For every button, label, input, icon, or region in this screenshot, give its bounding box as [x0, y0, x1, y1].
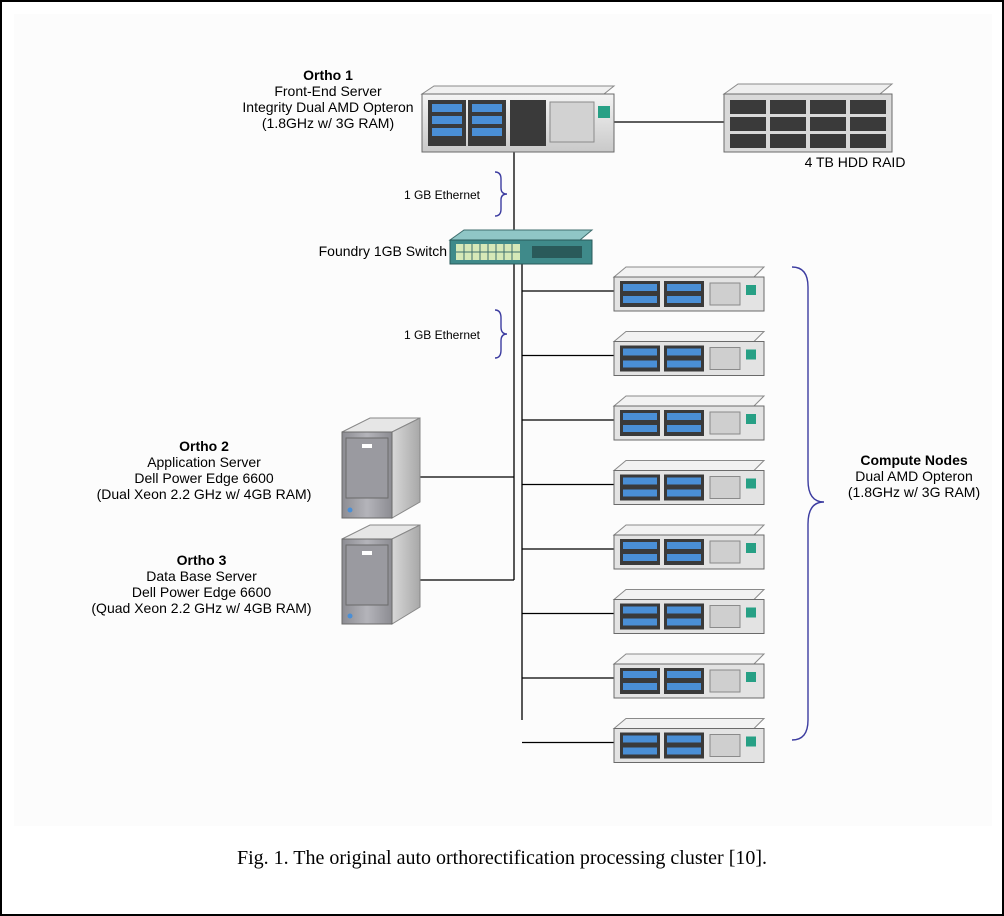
- ortho3-spec: (Quad Xeon 2.2 GHz w/ 4GB RAM): [91, 600, 312, 616]
- network-diagram: [341, 83, 894, 763]
- compute-node-icon: [612, 589, 766, 634]
- ortho1-name: Ortho 1: [303, 67, 353, 83]
- compute-model: Dual AMD Opteron: [855, 468, 973, 484]
- ortho3-label: Ortho 3 Data Base Server Dell Power Edge…: [64, 552, 339, 616]
- ethernet-braces: [494, 171, 825, 741]
- figure-caption: Fig. 1. The original auto orthorectifica…: [236, 847, 768, 869]
- raid-label: 4 TB HDD RAID: [804, 154, 906, 170]
- connection-lines: [417, 121, 724, 720]
- compute-name: Compute Nodes: [860, 452, 968, 468]
- compute-node-icon: [612, 460, 766, 505]
- ethernet-label-top: 1 GB Ethernet: [403, 188, 481, 202]
- compute-node-icon: [612, 653, 766, 699]
- compute-node-icon: [612, 718, 766, 763]
- switch-label: Foundry 1GB Switch: [318, 243, 447, 259]
- ortho2-name: Ortho 2: [179, 438, 229, 454]
- ortho3-model: Dell Power Edge 6600: [131, 584, 272, 600]
- raid-array-icon: [722, 83, 894, 153]
- ortho2-role: Application Server: [147, 454, 261, 470]
- ortho1-role: Front-End Server: [274, 83, 382, 99]
- ortho3-tower-icon: [341, 524, 421, 625]
- ortho1-spec: (1.8GHz w/ 3G RAM): [261, 115, 395, 131]
- compute-node-icon: [612, 395, 766, 441]
- compute-label: Compute Nodes Dual AMD Opteron (1.8GHz w…: [828, 452, 1000, 500]
- ortho3-name: Ortho 3: [176, 552, 227, 568]
- compute-node-icon: [612, 331, 766, 376]
- ortho2-model: Dell Power Edge 6600: [134, 470, 274, 486]
- ortho3-role: Data Base Server: [146, 568, 257, 584]
- ethernet-label-mid: 1 GB Ethernet: [403, 328, 481, 342]
- compute-brace: [791, 266, 825, 741]
- compute-node-icon: [612, 266, 766, 312]
- ortho1-server-icon: [420, 85, 616, 153]
- ethernet-brace-mid: [494, 309, 508, 359]
- ortho2-spec: (Dual Xeon 2.2 GHz w/ 4GB RAM): [96, 486, 312, 502]
- compute-spec: (1.8GHz w/ 3G RAM): [847, 484, 981, 500]
- ortho1-label: Ortho 1 Front-End Server Integrity Dual …: [228, 67, 428, 131]
- ortho1-model: Integrity Dual AMD Opteron: [242, 99, 414, 115]
- compute-node-links: [522, 290, 614, 744]
- ethernet-brace-top: [494, 171, 508, 217]
- compute-node-icon: [612, 524, 766, 570]
- compute-node-stack: [612, 266, 766, 763]
- ortho2-label: Ortho 2 Application Server Dell Power Ed…: [74, 438, 334, 502]
- switch-icon: [448, 229, 594, 265]
- ortho2-tower-icon: [341, 417, 421, 519]
